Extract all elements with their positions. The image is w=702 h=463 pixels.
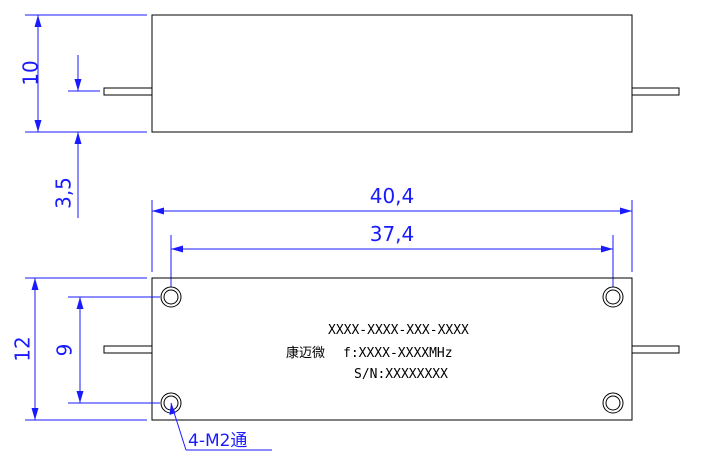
dimension-pin-offset	[68, 55, 100, 218]
dimension-hole-spacing-y	[68, 296, 160, 404]
top-view-pin-right	[631, 345, 680, 354]
hole-note-label: 4-M2通	[188, 431, 247, 451]
dimension-label-12: 12	[11, 336, 35, 361]
label-serial: S/N:XXXXXXXX	[354, 367, 448, 382]
dimension-overall-length	[151, 200, 633, 272]
side-view-pin-left	[103, 87, 153, 96]
mounting-hole-bottom-right	[602, 392, 624, 414]
dimension-label-3-5: 3,5	[52, 177, 76, 209]
dimension-label-10: 10	[19, 60, 43, 85]
dimension-label-40-4: 40,4	[370, 184, 415, 208]
label-part-number: XXXX-XXXX-XXX-XXXX	[328, 323, 469, 338]
hole-note-leader	[169, 402, 272, 451]
top-view-pin-left	[103, 345, 153, 354]
mounting-hole-top-left	[160, 286, 182, 308]
side-view-body	[151, 14, 633, 133]
side-view	[103, 14, 680, 133]
side-view-pin-right	[631, 87, 680, 96]
dimension-label-9: 9	[53, 344, 77, 357]
label-brand: 康迈微	[286, 345, 325, 361]
dimension-height-bottom	[25, 277, 147, 421]
top-view	[103, 277, 680, 421]
label-frequency: f:XXXX-XXXXMHz	[343, 346, 453, 361]
dimension-label-37-4: 37,4	[370, 222, 415, 246]
mounting-hole-top-right	[602, 286, 624, 308]
dimension-height-top	[25, 14, 147, 133]
